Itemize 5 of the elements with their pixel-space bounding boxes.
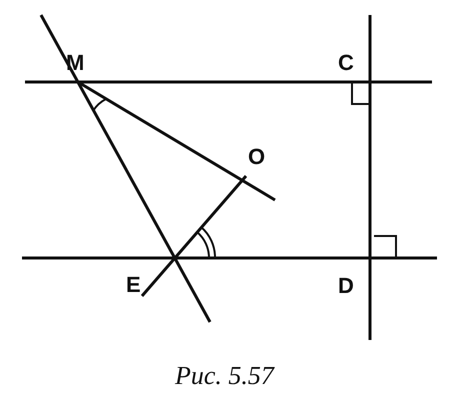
- point-label: E: [126, 274, 141, 296]
- point-label: O: [248, 146, 266, 168]
- point-label: C: [338, 52, 354, 74]
- figure-caption: Рис. 5.57: [175, 362, 274, 390]
- point-label: D: [338, 275, 354, 297]
